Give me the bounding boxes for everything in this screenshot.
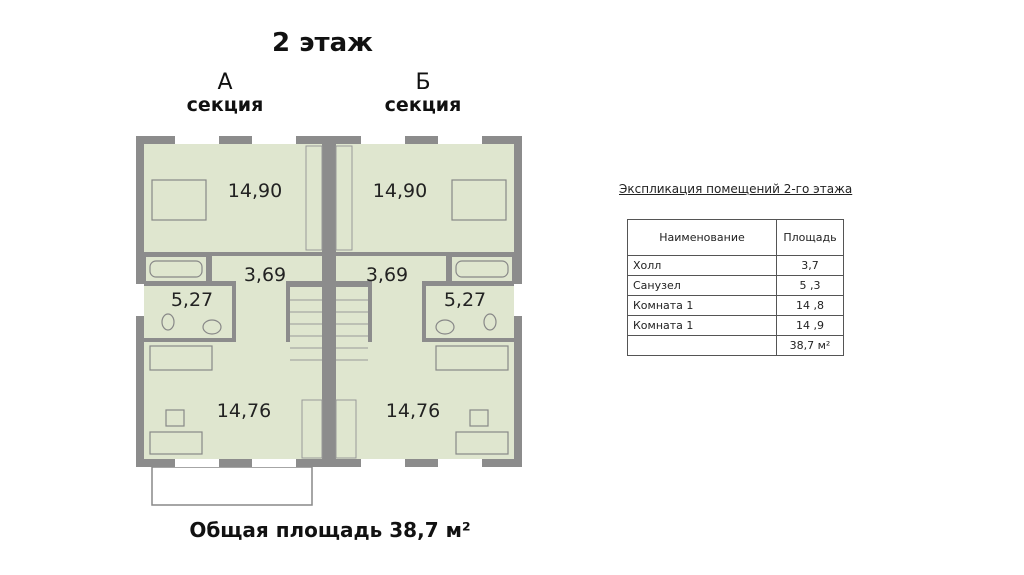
cell-area: 5 ,3 xyxy=(776,275,844,296)
room-a-bath-area: 5,27 xyxy=(171,289,213,311)
room-b-bedroom-top-area: 14,90 xyxy=(373,180,427,202)
section-word: секция xyxy=(186,94,264,116)
windows xyxy=(136,136,522,467)
section-a-label: А секция xyxy=(180,70,270,117)
section-letter: Б xyxy=(415,70,431,95)
header-name: Наименование xyxy=(627,219,777,256)
cell-name: Холл xyxy=(627,255,777,276)
balcony xyxy=(151,466,313,506)
section-b-label: Б секция xyxy=(378,70,468,117)
table-row-total: 38,7 м² xyxy=(627,335,844,356)
room-b-bath-area: 5,27 xyxy=(444,289,486,311)
rooms xyxy=(144,144,514,459)
explication-title: Экспликация помещений 2-го этажа xyxy=(619,182,853,196)
room-b-hall-area: 3,69 xyxy=(366,264,408,286)
cell-area: 3,7 xyxy=(776,255,844,276)
stairs xyxy=(290,145,368,459)
cell-name: Санузел xyxy=(627,275,777,296)
total-area: Общая площадь 38,7 м² xyxy=(189,518,471,542)
header-area: Площадь xyxy=(776,219,844,256)
floor-title: 2 этаж xyxy=(271,28,374,58)
room-a-bedroom-top-area: 14,90 xyxy=(228,180,282,202)
section-letter: А xyxy=(217,70,233,95)
section-word: секция xyxy=(384,94,462,116)
cell-name: Комната 1 xyxy=(627,315,777,336)
cell-name xyxy=(627,335,777,356)
room-b-bedroom-bottom-area: 14,76 xyxy=(386,400,440,422)
cell-total-area: 38,7 м² xyxy=(776,335,844,356)
cell-name: Комната 1 xyxy=(627,295,777,316)
room-a-hall-area: 3,69 xyxy=(244,264,286,286)
room-a-bedroom-bottom-area: 14,76 xyxy=(217,400,271,422)
cell-area: 14 ,8 xyxy=(776,295,844,316)
furniture xyxy=(149,179,509,455)
cell-area: 14 ,9 xyxy=(776,315,844,336)
